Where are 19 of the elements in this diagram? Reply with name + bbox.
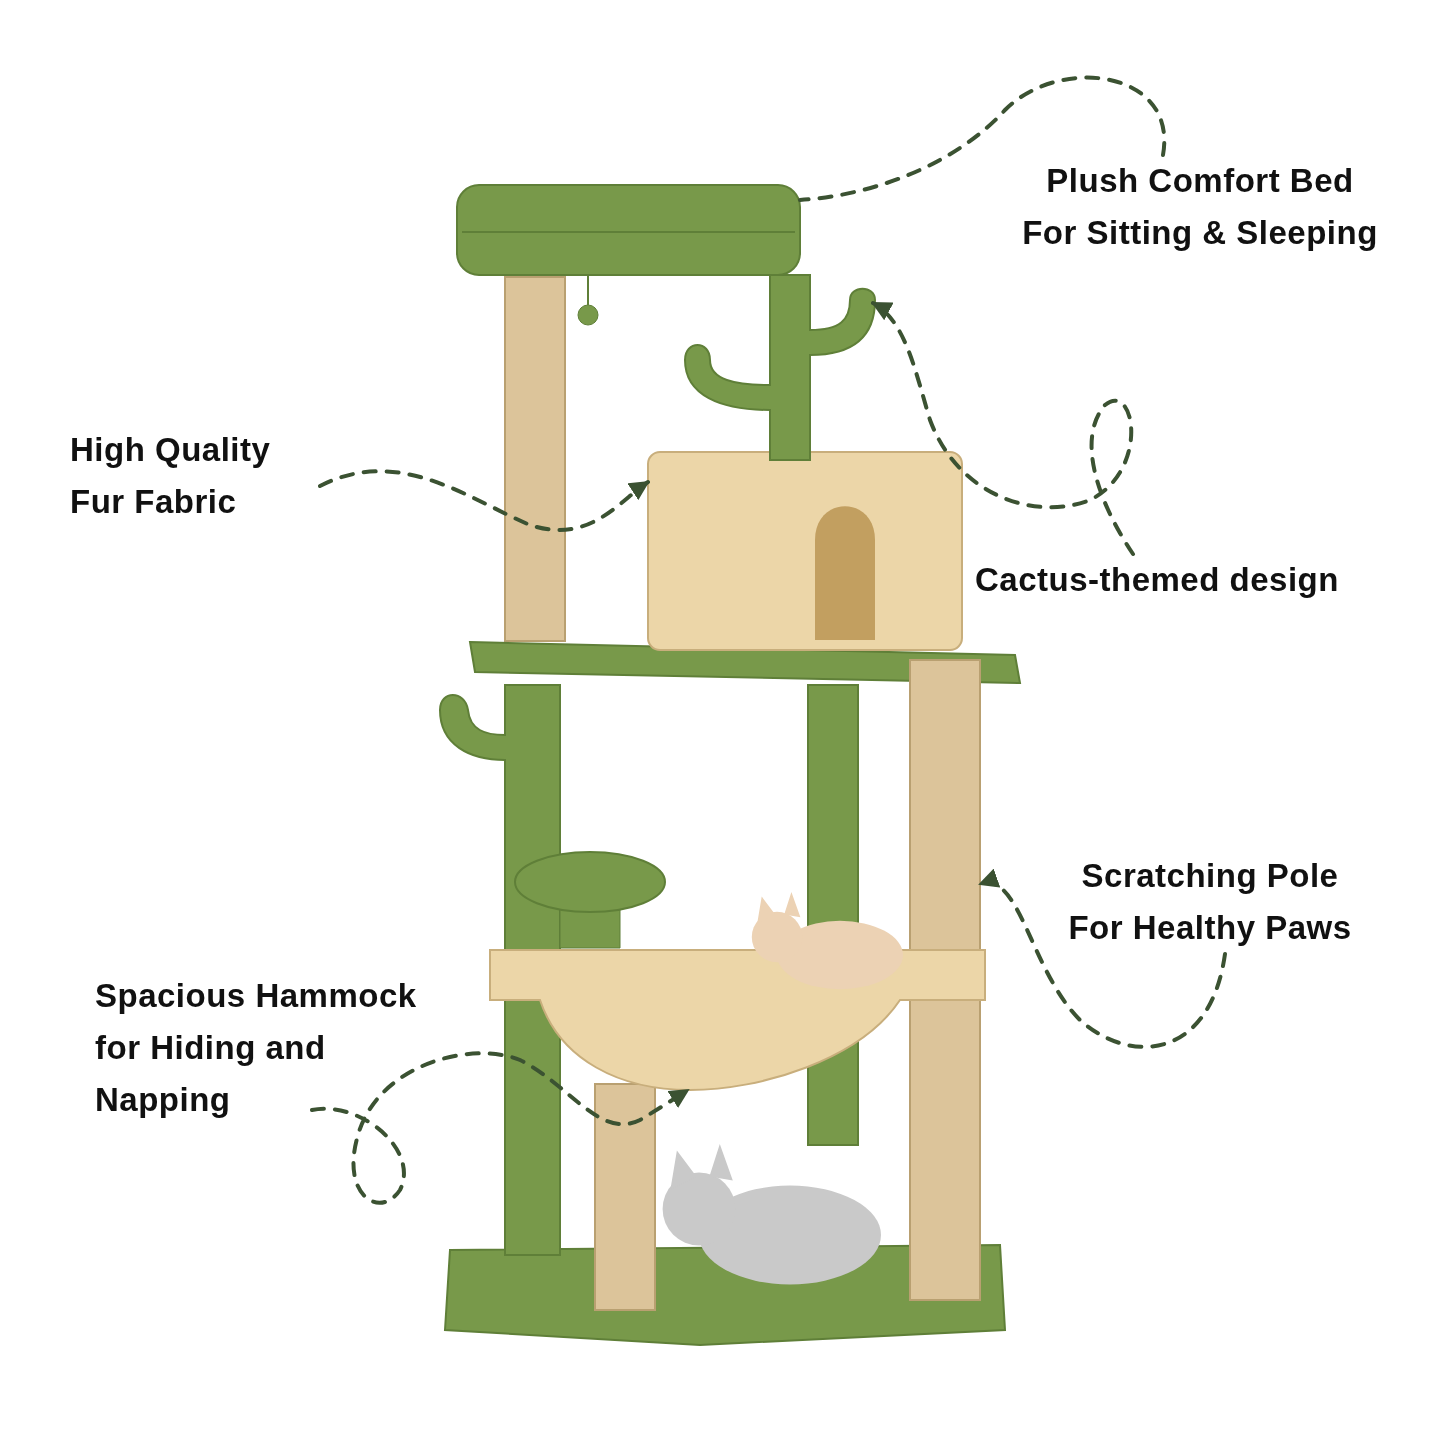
- leader-line: [310, 1051, 690, 1205]
- leader-line: [871, 301, 1135, 556]
- callout-text: Spacious Hammock for Hiding and Napping: [95, 970, 445, 1126]
- leader-line: [978, 871, 1227, 1049]
- callout-text: Scratching Pole For Healthy Paws: [1060, 850, 1360, 954]
- callout-text: Cactus-themed design: [975, 554, 1425, 606]
- scratching-post: [504, 276, 566, 642]
- toy-ball: [577, 275, 599, 326]
- leader-line: [318, 469, 650, 532]
- cactus-branch: [684, 274, 876, 461]
- leader-line: [798, 75, 1167, 202]
- cat-condo: [647, 451, 963, 651]
- perch: [514, 851, 666, 949]
- scratching-post: [909, 659, 981, 1301]
- callout-text: High Quality Fur Fabric: [70, 424, 320, 528]
- callout-text: Plush Comfort Bed For Sitting & Sleeping: [1015, 155, 1385, 259]
- hammock: [489, 949, 986, 1091]
- scratching-post: [594, 1083, 656, 1311]
- cat-bed: [456, 184, 801, 276]
